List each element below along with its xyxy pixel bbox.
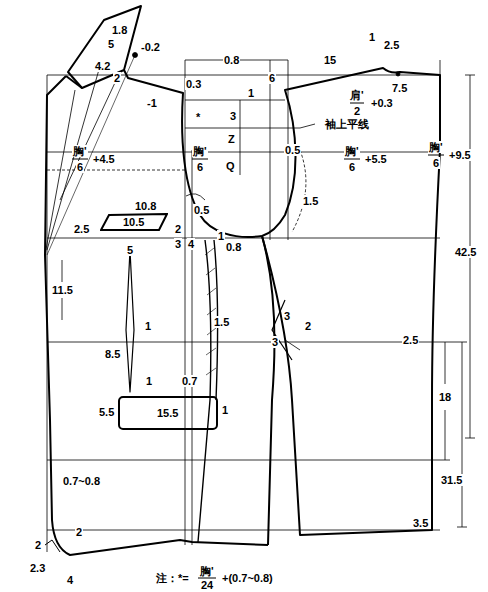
dimension-label: 2.5 [73,223,90,235]
dimension-label: 胸' [192,145,208,157]
dimension-label: 4.2 [94,60,111,72]
dimension-label: 2.3 [29,562,46,574]
dimension-label: 1 [221,404,229,416]
dimension-label: 0.5 [284,144,301,156]
dimension-label: +9.5 [448,149,472,161]
dimension-label: 6 [76,161,84,173]
dimension-label: 3 [229,110,237,122]
dimension-label: 5.5 [98,406,115,418]
dimension-label: 2 [113,72,121,84]
dimension-label: 3.5 [412,517,429,529]
dimension-label: 2 [174,223,182,235]
dimension-label: 袖上平线 [324,118,370,130]
dimension-label: 2.5 [383,39,400,51]
dimension-label: 0.3 [185,78,202,90]
dimension-label: 6 [196,161,204,173]
dimension-label: 15 [323,54,337,66]
dimension-label: 胸' [428,141,444,153]
pocket-size: 15.5 [157,407,178,419]
dimension-label: 胸' [199,565,215,577]
dimension-label: 8.5 [104,348,121,360]
dimension-label: 1 [368,31,376,43]
dimension-label: 5 [107,38,115,50]
dimension-label: 1 [217,230,225,242]
dimension-label: 1.5 [302,195,319,207]
dimension-label: 2 [34,539,42,551]
dimension-label: 2 [304,320,312,332]
dimension-label: 肩' [349,89,365,101]
welt-pocket: 10.5 [100,213,168,231]
frame-lines [45,53,440,553]
hatching [205,248,216,375]
dimension-label: 1 [145,375,153,387]
dimension-label: 1 [247,87,255,99]
pocket-flap: 15.5 [118,396,218,430]
dimension-label: 10.8 [134,200,157,212]
dimension-label: Z [227,133,236,145]
dimension-label: 5 [126,244,134,256]
dimension-label: 1 [144,320,152,332]
dimension-label: 0.7 [181,375,198,387]
dimension-label: +4.5 [92,153,116,165]
dimension-label: 6 [432,157,440,169]
dimension-label: 11.5 [51,284,74,296]
dimension-label: 3 [271,336,279,348]
dimension-label: 注：*= [155,572,190,584]
dimension-label: 31.5 [440,474,463,486]
dimension-label: 6 [268,72,276,84]
pocket-size: 10.5 [123,216,144,228]
dimension-label: 2 [75,526,83,538]
dimension-label: Q [225,160,236,172]
dimension-label: 6 [348,161,356,173]
pattern-outline [45,6,440,555]
dimension-label: +(0.7~0.8) [221,572,274,584]
dimension-label: 2.5 [402,334,419,346]
dimension-label: 42.5 [454,246,477,258]
dimension-label: 胸' [72,145,88,157]
dimension-label: 24 [200,579,214,591]
dimension-label: 1.8 [111,24,128,36]
dimension-label: 18 [438,391,452,403]
dimension-label: 3 [174,238,182,250]
dimension-label: 0.5 [193,204,210,216]
dimension-label: 0.7~0.8 [62,475,101,487]
dimension-label: 4 [187,238,195,250]
fraction-bars [72,103,444,578]
dimension-label: 0.8 [225,241,242,253]
dimension-label: -0.2 [140,41,161,53]
dimension-label: 4 [66,574,74,586]
dimension-label: 1.5 [213,316,230,328]
dimension-label: 2 [353,105,361,117]
dimension-label: -1 [146,97,158,109]
dimension-label: 胸' [344,145,360,157]
dimension-label: 7.5 [391,82,408,94]
dimension-lines [62,75,475,527]
dimension-label: +0.3 [370,97,394,109]
dimension-label: 3 [283,310,291,322]
dimension-label: +5.5 [364,153,388,165]
dimension-label: 0.8 [223,54,240,66]
dimension-label: * [195,111,201,123]
